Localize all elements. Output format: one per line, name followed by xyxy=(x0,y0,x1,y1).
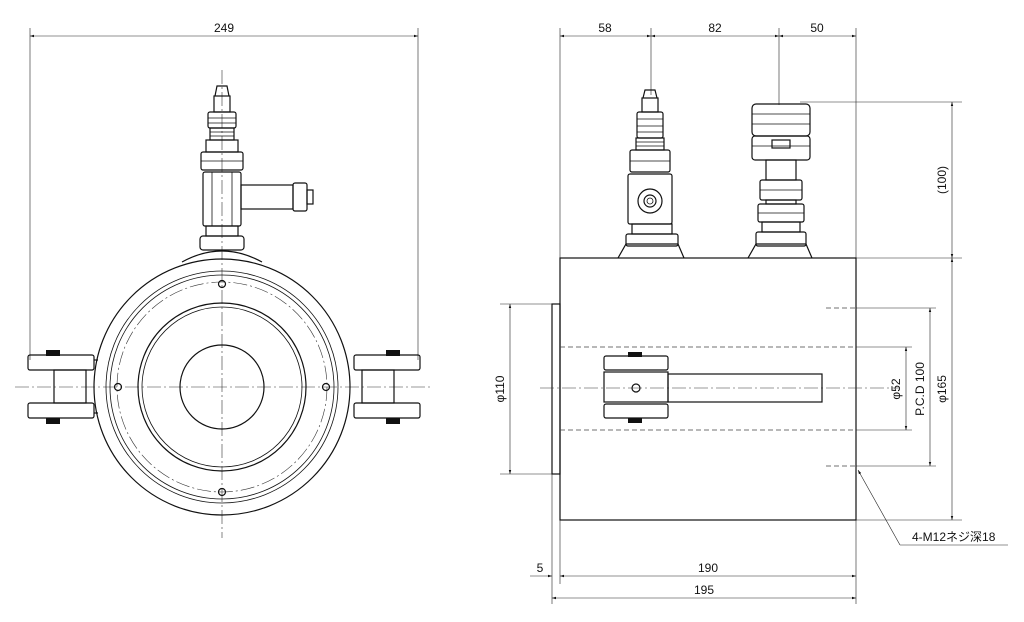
bolt-hole-left xyxy=(113,382,123,392)
pcd-100-label: P.C.D 100 xyxy=(913,362,927,416)
dim-58-label: 58 xyxy=(598,21,612,35)
dia-165-label: φ165 xyxy=(935,375,949,403)
left-bracket xyxy=(27,350,98,424)
side-view: 58 82 50 (100) φ110 φ52 P.C.D xyxy=(493,21,1008,604)
center-bore xyxy=(179,344,265,430)
dim-5-label: 5 xyxy=(537,561,544,575)
side-fitting-connector xyxy=(747,103,813,259)
front-view: 249 xyxy=(15,21,432,538)
dim-100-ref-label: (100) xyxy=(935,166,949,194)
bolt-hole-right xyxy=(321,382,331,392)
dia-110-label: φ110 xyxy=(493,375,507,402)
bolt-hole-bottom xyxy=(217,487,227,497)
dim-249-label: 249 xyxy=(214,21,234,35)
inner-ring xyxy=(137,302,307,472)
side-bracket xyxy=(603,352,823,423)
front-fitting xyxy=(181,85,314,263)
tap-note-label: 4-M12ネジ深18 xyxy=(912,530,996,544)
right-bracket xyxy=(353,350,421,424)
dim-82-label: 82 xyxy=(708,21,722,35)
dim-195-label: 195 xyxy=(694,583,714,597)
side-fitting-valve xyxy=(617,89,685,259)
dia-52-label: φ52 xyxy=(889,378,903,399)
outer-flange xyxy=(93,258,351,516)
dim-50-label: 50 xyxy=(810,21,824,35)
dim-190-label: 190 xyxy=(698,561,718,575)
bolt-hole-top xyxy=(217,279,227,289)
